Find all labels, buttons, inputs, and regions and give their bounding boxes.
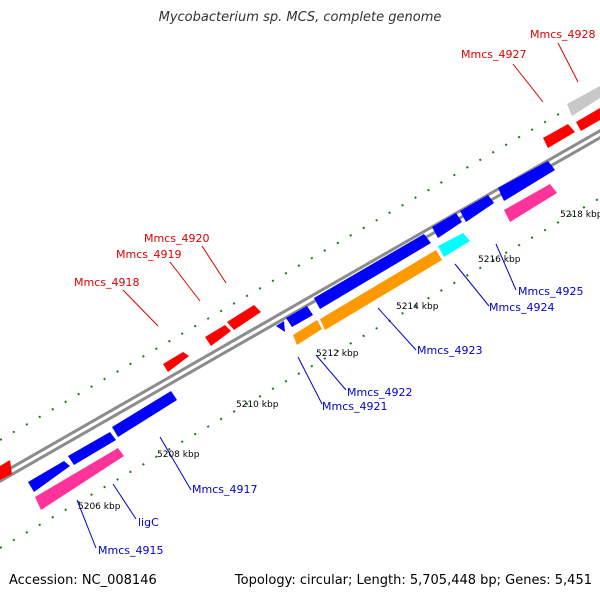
- inner-guide-line: [0, 197, 600, 549]
- gene-mmcs-4915[interactable]: [35, 448, 124, 510]
- scale-label: 5206 kbp: [78, 502, 121, 512]
- leader-mmcs-4927: [512, 63, 544, 103]
- leader-mmcs-4928: [557, 42, 579, 83]
- outer-guide-line: [0, 89, 600, 441]
- leader-ligc: [112, 483, 137, 520]
- gene-left-red-partial[interactable]: [0, 460, 12, 480]
- leader-lines-bottom: [76, 243, 517, 549]
- leader-mmcs-4917: [159, 436, 192, 491]
- gene-blue-long[interactable]: [314, 234, 431, 309]
- scale-label: 5218 kbp: [560, 210, 600, 220]
- gene-label[interactable]: ligC: [138, 516, 159, 529]
- scale-label: 5214 kbp: [396, 302, 439, 312]
- gene-blue-b[interactable]: [460, 195, 494, 222]
- scale-label: 5216 kbp: [478, 255, 521, 265]
- leader-mmcs-4922: [315, 354, 347, 391]
- gene-label[interactable]: Mmcs_4918: [74, 276, 139, 289]
- gene-blue-a[interactable]: [432, 213, 462, 238]
- gene-mmcs-4921[interactable]: [293, 320, 322, 345]
- leader-mmcs-4920: [201, 245, 227, 284]
- scale-label: 5208 kbp: [157, 450, 200, 460]
- leader-mmcs-4921: [297, 356, 323, 405]
- accession-text: Accession: NC_008146: [9, 573, 157, 588]
- leader-mmcs-4925: [495, 243, 517, 291]
- gene-mmcs-4927[interactable]: [543, 124, 575, 148]
- gene-grey-partial[interactable]: [567, 86, 600, 116]
- leader-mmcs-4924: [454, 263, 490, 307]
- gene-mmcs-4924[interactable]: [438, 233, 470, 257]
- gene-mmcs-4923[interactable]: [320, 250, 442, 330]
- scale-labels: 5206 kbp 5208 kbp 5210 kbp 5212 kbp 5214…: [78, 210, 600, 512]
- gene-mmcs-4918[interactable]: [163, 352, 189, 372]
- gene-mmcs-4917[interactable]: [112, 391, 177, 437]
- gene-label[interactable]: Mmcs_4920: [144, 232, 209, 245]
- topology-text: Topology: circular; Length: 5,705,448 bp…: [234, 573, 592, 588]
- scale-label: 5210 kbp: [236, 400, 279, 410]
- gene-label[interactable]: Mmcs_4915: [98, 544, 163, 557]
- gene-mmcs-4928[interactable]: [576, 108, 600, 131]
- gene-left-blue-2[interactable]: [68, 432, 116, 465]
- gene-mmcs-4919[interactable]: [205, 325, 231, 346]
- gene-label[interactable]: Mmcs_4919: [116, 248, 181, 261]
- gene-label[interactable]: Mmcs_4921: [322, 400, 387, 413]
- map-title: Mycobacterium sp. MCS, complete genome: [158, 10, 442, 25]
- gene-label[interactable]: Mmcs_4922: [347, 386, 412, 399]
- gene-label[interactable]: Mmcs_4924: [489, 301, 554, 314]
- leader-mmcs-4919: [169, 261, 201, 302]
- gene-label[interactable]: Mmcs_4917: [192, 483, 257, 496]
- gene-labels-top: Mmcs_4918 Mmcs_4919 Mmcs_4920 Mmcs_4927 …: [74, 28, 595, 289]
- leader-mmcs-4923: [377, 307, 417, 351]
- gene-label[interactable]: Mmcs_4925: [518, 285, 583, 298]
- gene-label[interactable]: Mmcs_4923: [417, 344, 482, 357]
- leader-mmcs-4918: [122, 289, 159, 327]
- leader-mmcs-4915: [76, 499, 97, 549]
- gene-mmcs-4925[interactable]: [504, 184, 557, 222]
- gene-label[interactable]: Mmcs_4927: [461, 48, 526, 61]
- gene-left-blue-1[interactable]: [28, 461, 70, 492]
- gene-labels-bottom: Mmcs_4915 ligC Mmcs_4917 Mmcs_4921 Mmcs_…: [98, 285, 583, 557]
- gene-mmcs-4920[interactable]: [227, 305, 261, 330]
- gene-small-arrow[interactable]: [276, 321, 285, 332]
- gene-blue-mid[interactable]: [286, 306, 313, 327]
- scale-label: 5212 kbp: [316, 349, 359, 359]
- leader-lines-top: [122, 42, 579, 327]
- gene-label[interactable]: Mmcs_4928: [530, 28, 595, 41]
- gene-blue-c[interactable]: [498, 161, 555, 201]
